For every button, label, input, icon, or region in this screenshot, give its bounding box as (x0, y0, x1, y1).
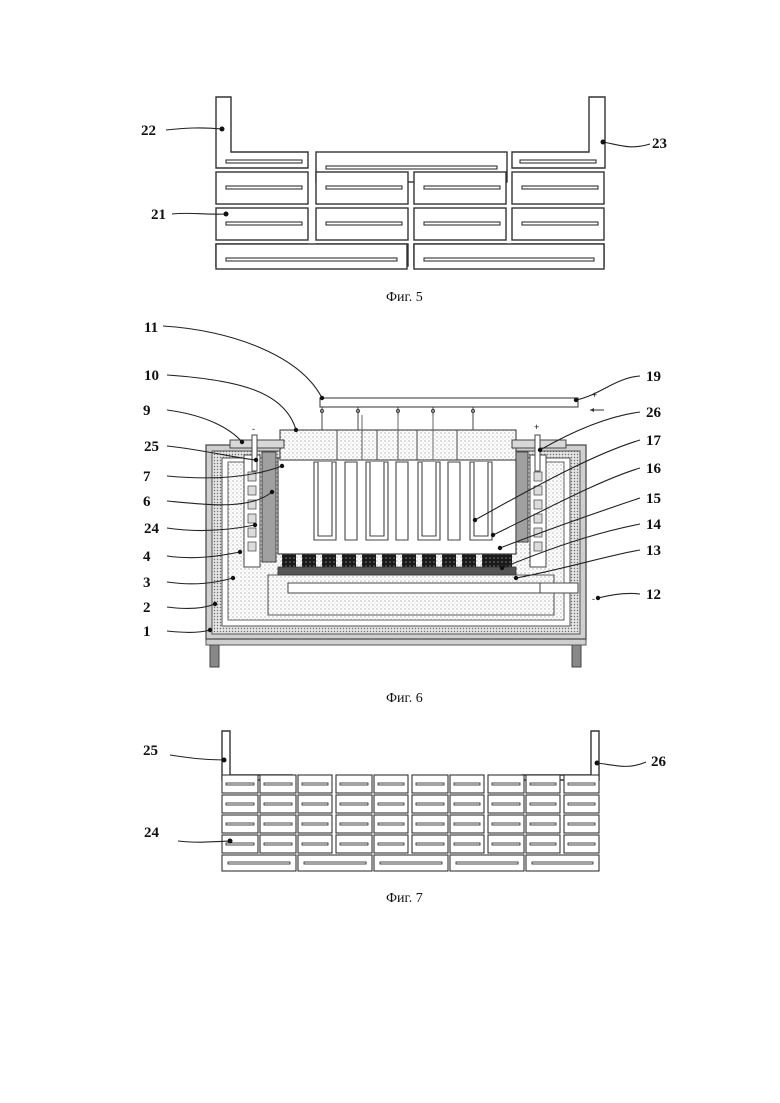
fig6-label-1: 1 (143, 624, 151, 640)
fig6-cathode-bar (288, 583, 540, 593)
fig5-right-collector (512, 97, 605, 168)
fig6-caption: Фиг. 6 (386, 691, 423, 706)
fig5-label-23: 23 (652, 136, 667, 152)
fig7-label-25: 25 (143, 743, 158, 759)
fig5-label-21: 21 (151, 207, 166, 223)
figure-6: - + + - (143, 320, 662, 706)
fig6-label-12: 12 (646, 587, 661, 603)
fig6-sign-anode: + (592, 390, 597, 400)
fig5-brick-grid (216, 172, 604, 269)
fig6-label-16: 16 (646, 461, 662, 477)
fig6-label-25: 25 (144, 439, 159, 455)
fig7-label-24: 24 (144, 825, 160, 841)
fig6-label-13: 13 (646, 543, 661, 559)
fig6-label-7: 7 (143, 469, 151, 485)
fig7-caption: Фиг. 7 (386, 891, 423, 906)
figure-5: 22 21 23 Фиг. 5 (141, 97, 667, 305)
fig6-label-17: 17 (646, 433, 662, 449)
fig6-label-10: 10 (144, 368, 159, 384)
fig6-label-4: 4 (143, 549, 151, 565)
fig6-sign-cathode: - (592, 594, 595, 604)
fig7-label-26: 26 (651, 754, 667, 770)
fig7-right-collector (522, 731, 599, 780)
fig5-label-22: 22 (141, 123, 156, 139)
fig6-label-9: 9 (143, 403, 151, 419)
fig6-label-11: 11 (144, 320, 158, 336)
fig6-label-3: 3 (143, 575, 151, 591)
fig6-sign-left-terminal: - (252, 424, 255, 434)
fig6-anode-busbar (320, 398, 578, 407)
fig6-label-14: 14 (646, 517, 662, 533)
fig5-caption: Фиг. 5 (386, 290, 423, 305)
fig6-label-2: 2 (143, 600, 151, 616)
fig6-label-15: 15 (646, 491, 661, 507)
fig6-label-6: 6 (143, 494, 151, 510)
fig5-left-collector (216, 97, 308, 168)
fig6-label-19: 19 (646, 369, 661, 385)
fig7-left-collector (222, 731, 292, 780)
fig6-sign-right-terminal: + (534, 422, 539, 432)
figure-7: 25 26 24 Фиг. 7 (143, 731, 667, 906)
fig6-label-24: 24 (144, 521, 160, 537)
fig6-label-26: 26 (646, 405, 662, 421)
